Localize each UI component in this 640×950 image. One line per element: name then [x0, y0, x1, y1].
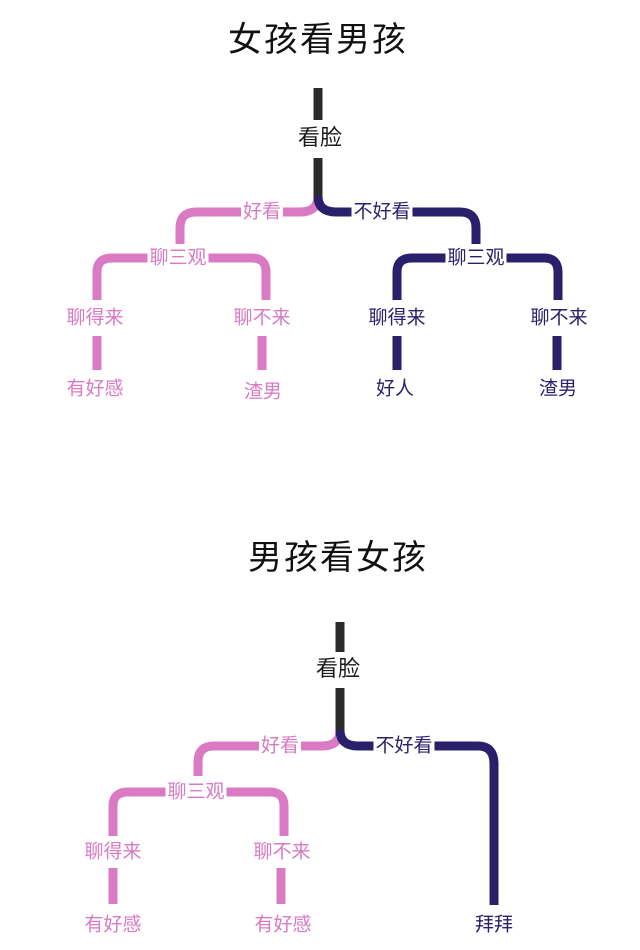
diagram2-left-a-result: 有好感	[84, 913, 142, 936]
diagram2-left-a-node: 聊得来	[84, 840, 142, 863]
diagram1-right-branch-label: 不好看	[351, 200, 413, 223]
diagram1-left-a-result: 有好感	[66, 377, 124, 400]
d1-right-branch	[313, 195, 481, 244]
diagram2-left-b-node: 聊不来	[253, 840, 311, 863]
diagram2-left-sub-label: 聊三观	[165, 780, 227, 803]
diagram1-right-a-node: 聊得来	[368, 306, 426, 329]
diagram2-root-node: 看脸	[313, 657, 363, 682]
diagram2-left-branch-label: 好看	[258, 734, 302, 757]
diagram1-left-a-node: 聊得来	[66, 306, 124, 329]
diagram1-left-b-result: 渣男	[243, 380, 283, 403]
diagram1-right-b-node: 聊不来	[530, 306, 588, 329]
d2-right-branch	[335, 729, 499, 905]
diagram2-right-branch-label: 不好看	[373, 734, 435, 757]
diagram2-right-result: 拜拜	[474, 913, 514, 936]
diagram1-title: 女孩看男孩	[228, 20, 408, 60]
diagram1-root-node: 看脸	[295, 126, 345, 151]
diagram2-title: 男孩看女孩	[248, 538, 428, 578]
diagram1-right-b-result: 渣男	[538, 377, 578, 400]
diagram1-left-branch-label: 好看	[240, 200, 284, 223]
diagram1-right-sub-label: 聊三观	[445, 246, 507, 269]
diagram1-left-sub-label: 聊三观	[147, 246, 209, 269]
diagram2-left-b-result: 有好感	[254, 913, 312, 936]
diagram1-right-a-result: 好人	[375, 377, 415, 400]
diagram1-left-b-node: 聊不来	[233, 306, 291, 329]
